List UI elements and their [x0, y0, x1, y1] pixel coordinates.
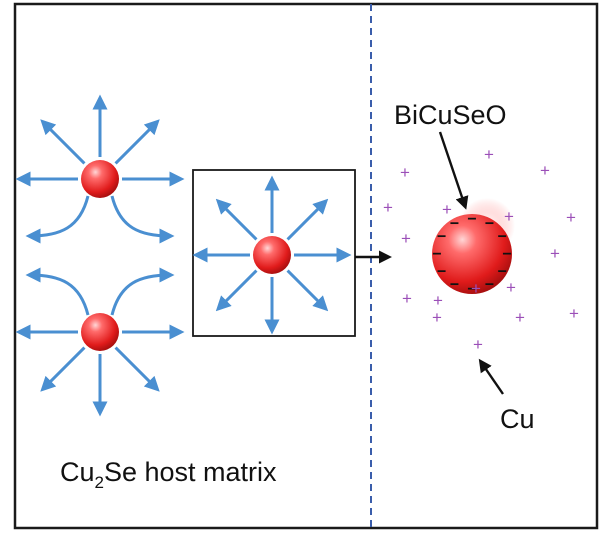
cu-pointer-arrow — [478, 358, 504, 395]
strain-field-boxed — [192, 175, 352, 335]
precipitate-sphere-top — [81, 160, 119, 198]
outer-frame — [13, 2, 599, 530]
copper-ion-symbol: + — [471, 279, 481, 298]
copper-ion-symbol: + — [383, 198, 393, 217]
strain-arrow — [286, 269, 329, 312]
negative-charge-symbol: − — [467, 211, 476, 228]
host-matrix-prefix: Cu — [60, 457, 95, 487]
negative-charge-symbol: − — [450, 276, 459, 293]
strain-arrow — [40, 346, 86, 392]
copper-ion-symbol: + — [540, 161, 550, 180]
bicuseo-sphere — [432, 214, 512, 294]
copper-ion-symbol: + — [400, 163, 410, 182]
strain-field-top-left — [15, 94, 185, 244]
strain-arrow — [215, 198, 258, 241]
precipitate-sphere-boxed — [253, 236, 291, 274]
copper-ion-symbol: + — [433, 291, 443, 310]
negative-charge-group: −−−−−−−−−−−− — [432, 211, 511, 298]
bicuseo-label: BiCuSeO — [394, 100, 507, 130]
negative-charge-symbol: − — [498, 264, 507, 281]
strain-arrow-curved — [25, 267, 90, 316]
copper-ion-symbol: + — [506, 278, 516, 297]
negative-charge-symbol: − — [450, 216, 459, 233]
copper-ion-symbol: + — [569, 304, 579, 323]
strain-arrow — [114, 346, 160, 392]
negative-charge-symbol: − — [502, 246, 511, 263]
strain-arrow-curved — [110, 195, 175, 244]
negative-charge-symbol: − — [432, 246, 441, 263]
host-matrix-label: Cu2Se host matrix — [60, 457, 277, 492]
strain-arrow — [114, 119, 160, 165]
strain-arrow-curved — [110, 267, 175, 316]
copper-ion-symbol: + — [442, 200, 452, 219]
negative-charge-symbol: − — [437, 229, 446, 246]
cu-label: Cu — [500, 404, 535, 434]
copper-ion-group: +++++++++++++++++ — [383, 145, 579, 354]
negative-charge-symbol: − — [498, 229, 507, 246]
copper-ion-symbol: + — [473, 335, 483, 354]
negative-charge-symbol: − — [485, 276, 494, 293]
strain-field-bottom-left — [15, 267, 185, 417]
copper-ion-symbol: + — [432, 308, 442, 327]
strain-arrow — [286, 198, 329, 241]
negative-charge-symbol: − — [467, 281, 476, 298]
bicuseo-pointer-arrow — [438, 131, 469, 210]
host-matrix-suffix: Se host matrix — [104, 457, 277, 487]
copper-ion-symbol: + — [566, 208, 576, 227]
strain-arrow — [40, 119, 86, 165]
negative-charge-symbol: − — [485, 216, 494, 233]
copper-ion-symbol: + — [401, 229, 411, 248]
copper-ion-symbol: + — [484, 145, 494, 164]
copper-ion-symbol: + — [515, 308, 525, 327]
strain-arrow-curved — [25, 195, 90, 244]
precipitate-sphere-bottom — [81, 313, 119, 351]
negative-charge-symbol: − — [437, 264, 446, 281]
strain-arrow — [215, 269, 258, 312]
host-matrix-subscript: 2 — [95, 473, 104, 492]
copper-ion-symbol: + — [402, 289, 412, 308]
copper-ion-symbol: + — [504, 207, 514, 226]
copper-ion-symbol: + — [550, 244, 560, 263]
